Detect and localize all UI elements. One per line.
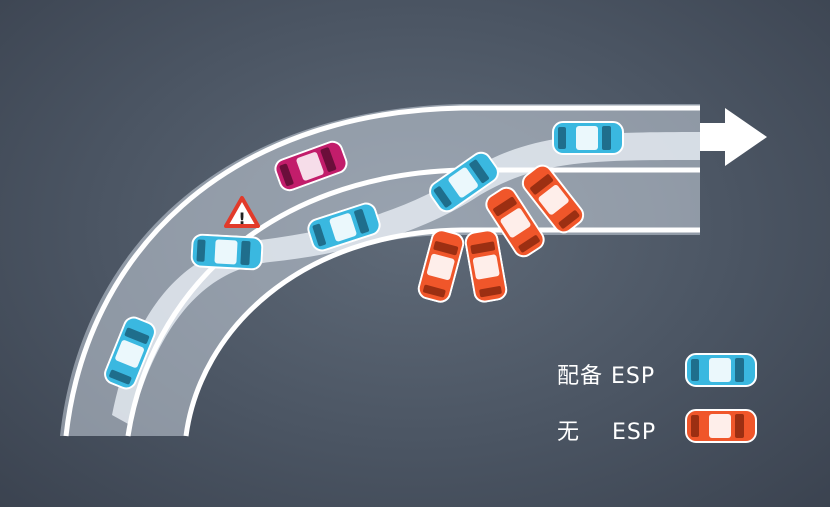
legend-without-esp-label: 无 ESP bbox=[557, 420, 657, 445]
legend-with-esp-label: 配备 ESP bbox=[557, 364, 656, 389]
lane-line-inner bbox=[183, 227, 700, 437]
lane-line-outer bbox=[63, 105, 700, 437]
no-esp-car-2 bbox=[463, 227, 509, 305]
warning-triangle-icon: ! bbox=[224, 196, 260, 228]
legend-no-esp-car-icon bbox=[685, 409, 757, 443]
esp-car-2 bbox=[190, 233, 264, 271]
direction-arrow-icon bbox=[700, 108, 767, 166]
svg-text:!: ! bbox=[238, 209, 245, 228]
legend-esp-car-icon bbox=[685, 353, 757, 387]
esp-car-5 bbox=[552, 121, 624, 155]
no-esp-car-1 bbox=[415, 227, 467, 305]
